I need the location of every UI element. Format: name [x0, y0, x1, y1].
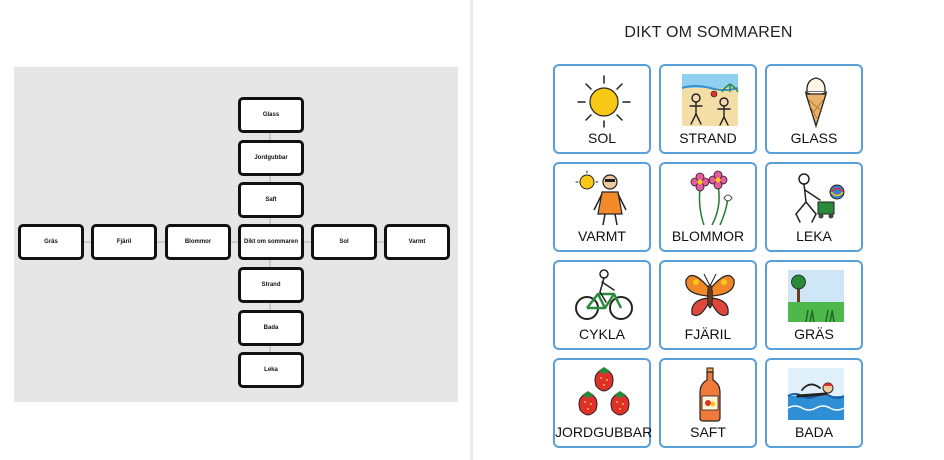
card-varmt[interactable]: VARMT: [553, 162, 651, 252]
mindmap-node-up-2[interactable]: Jordgubbar: [238, 140, 304, 176]
bicycle-icon: [575, 269, 633, 320]
card-gras[interactable]: GRÄS: [765, 260, 863, 350]
card-label: SOL: [587, 130, 616, 146]
card-glass[interactable]: GLASS: [765, 64, 863, 154]
card-label: SAFT: [690, 424, 726, 440]
card-blommor[interactable]: BLOMMOR: [659, 162, 757, 252]
mindmap-node-down-2[interactable]: Bada: [238, 310, 304, 346]
card-sol[interactable]: SOL: [553, 64, 651, 154]
mindmap-node-left-3[interactable]: Gräs: [18, 224, 84, 260]
card-label: BADA: [794, 424, 834, 440]
card-jordgubbar[interactable]: JORDGUBBAR: [553, 358, 653, 448]
card-label: BLOMMOR: [671, 228, 745, 244]
card-saft[interactable]: SAFT: [659, 358, 757, 448]
pane-divider: [470, 0, 473, 460]
board-title: DIKT OM SOMMAREN: [624, 24, 793, 41]
card-cykla[interactable]: CYKLA: [553, 260, 651, 350]
mindmap-node-up-3[interactable]: Glass: [238, 97, 304, 133]
card-leka[interactable]: LEKA: [765, 162, 863, 252]
play-icon: [795, 173, 845, 223]
ice-cream-icon: [804, 77, 828, 128]
mindmap-node-right-2[interactable]: Varmt: [384, 224, 450, 260]
warm-icon: [575, 170, 627, 226]
symbol-board-pane: DIKT OM SOMMAREN SOL: [473, 0, 944, 460]
card-label: GRÄS: [794, 326, 834, 342]
mindmap-node-left-2[interactable]: Fjäril: [91, 224, 157, 260]
beach-icon: [681, 74, 739, 126]
mindmap-pane: Dikt om sommaren Saft Jordgubbar Glass S…: [0, 0, 470, 460]
sun-icon: [577, 75, 631, 128]
juice-bottle-icon: [699, 367, 721, 422]
mindmap-canvas: Dikt om sommaren Saft Jordgubbar Glass S…: [14, 67, 458, 402]
card-label: STRAND: [679, 130, 737, 146]
grass-icon: [788, 270, 844, 323]
card-label: JORDGUBBAR: [555, 424, 653, 440]
card-label: GLASS: [790, 130, 838, 146]
card-strand[interactable]: STRAND: [659, 64, 757, 154]
card-label: LEKA: [796, 228, 832, 244]
card-label: FJÄRIL: [684, 326, 732, 342]
mindmap-node-up-1[interactable]: Saft: [238, 182, 304, 218]
swimming-icon: [787, 368, 845, 420]
mindmap-node-down-3[interactable]: Leka: [238, 352, 304, 388]
card-fjaril[interactable]: FJÄRIL: [659, 260, 757, 350]
card-label: CYKLA: [579, 326, 625, 342]
mindmap-node-down-1[interactable]: Strand: [238, 267, 304, 303]
mindmap-node-right-1[interactable]: Sol: [311, 224, 377, 260]
card-bada[interactable]: BADA: [765, 358, 863, 448]
butterfly-icon: [685, 273, 735, 317]
mindmap-node-center[interactable]: Dikt om sommaren: [238, 224, 304, 260]
card-label: VARMT: [578, 228, 626, 244]
strawberries-icon: [578, 367, 630, 416]
mindmap-node-left-1[interactable]: Blommor: [165, 224, 231, 260]
flowers-icon: [690, 170, 733, 226]
